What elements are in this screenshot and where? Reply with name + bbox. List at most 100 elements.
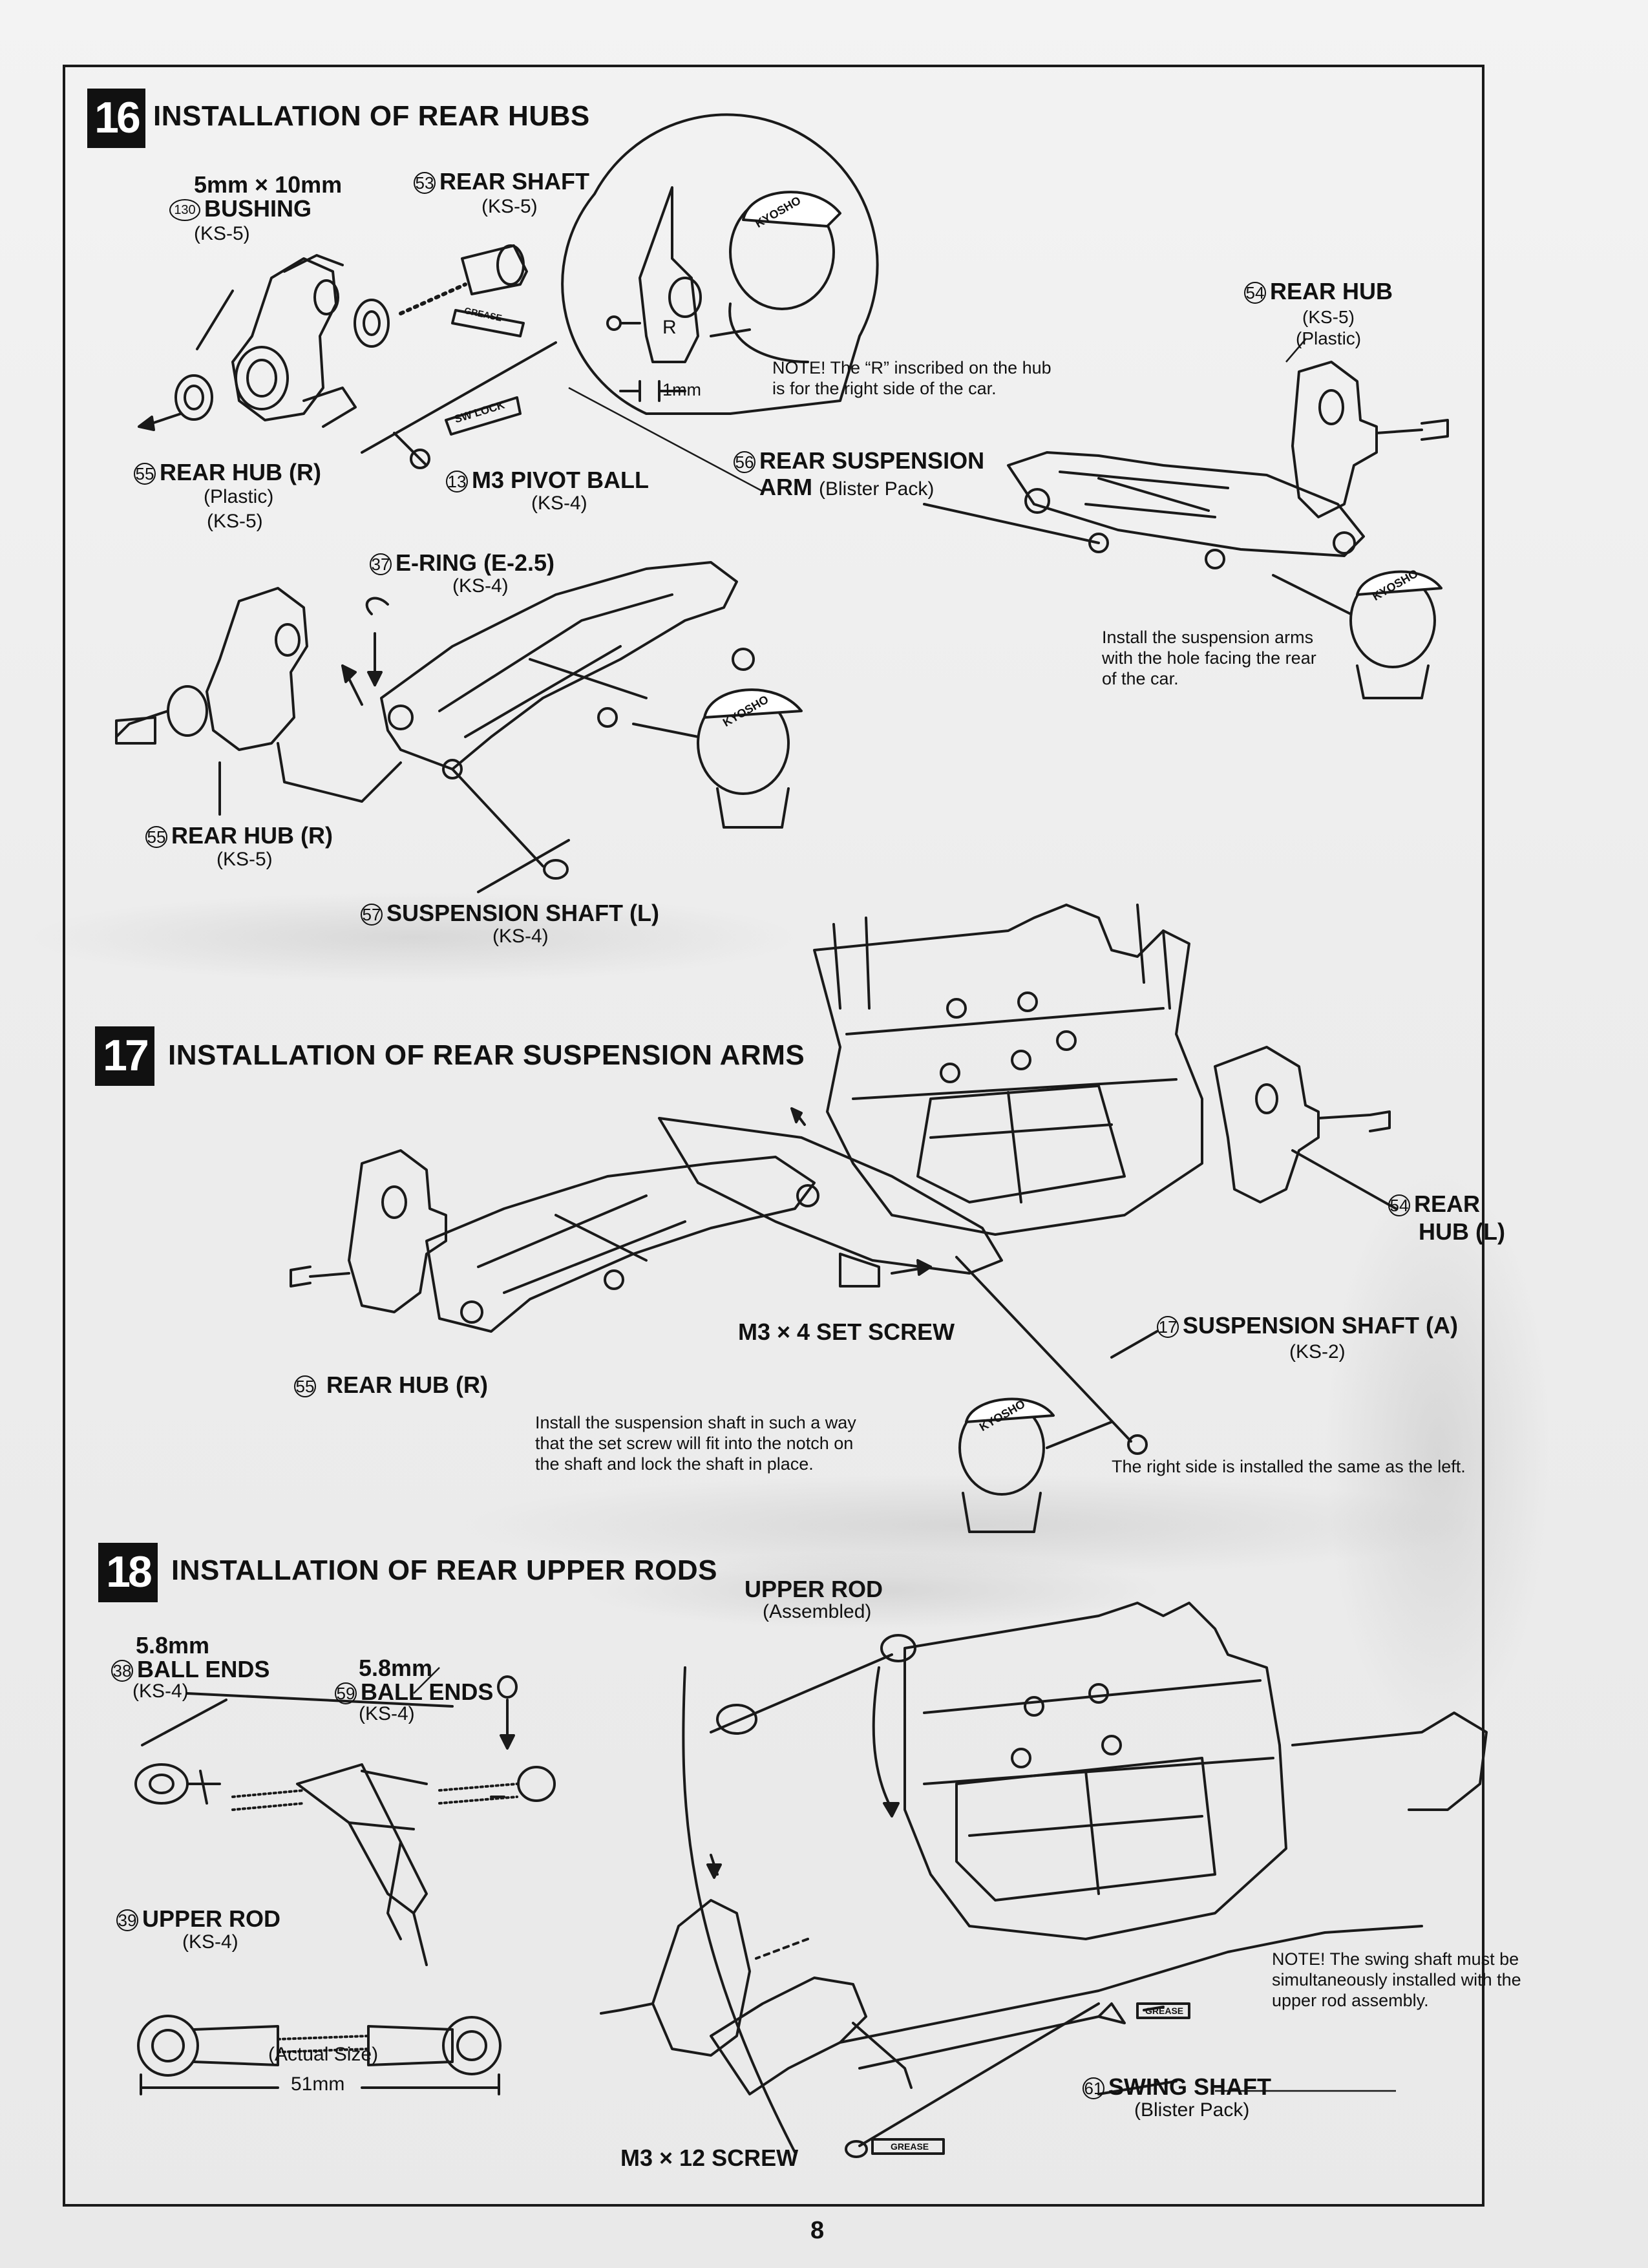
hub-arm-ering-drawing <box>115 561 755 893</box>
note-right-side: The right side is installed the same as … <box>1112 1457 1466 1476</box>
part-number: 38 <box>111 1660 133 1682</box>
grease-tags <box>871 2002 1190 2155</box>
step-title: INSTALLATION OF REAR HUBS <box>153 100 590 132</box>
part-number: 61 <box>1083 2077 1104 2100</box>
ering-name: E-RING (E-2.5) <box>396 549 555 576</box>
upper-rod-assembled-state: (Assembled) <box>763 1601 872 1622</box>
swing-shaft-pack: (Blister Pack) <box>1134 2099 1250 2121</box>
part-number: 59 <box>335 1682 357 1705</box>
rear-hub-r-name: REAR HUB (R) <box>160 459 321 485</box>
part-number: 39 <box>116 1909 138 1932</box>
paper-crease <box>1325 1163 1551 1745</box>
rear-hub-l-name2: HUB (L) <box>1419 1218 1505 1245</box>
page-frame <box>63 65 1484 2207</box>
rear-hub-r-name: REAR HUB (R) <box>326 1372 488 1398</box>
set-screw-label: M3 × 4 SET SCREW <box>738 1319 955 1345</box>
part-number: 53 <box>414 172 436 195</box>
rear-hub-l-name1: REAR <box>1414 1191 1481 1217</box>
bushing-size-label: 5mm × 10mm <box>194 171 343 198</box>
rear-hub-r2-name: REAR HUB (R) <box>171 822 333 849</box>
pivot-ball-bag: (KS-4) <box>531 493 587 514</box>
upper-rod-assembled-label: UPPER ROD <box>745 1576 883 1602</box>
part-number: 57 <box>361 904 383 926</box>
part-number: 55 <box>134 463 156 485</box>
r-mark: R <box>662 317 677 338</box>
bushing-name: BUSHING <box>204 195 312 222</box>
bushing-bag: (KS-5) <box>194 223 250 244</box>
susp-shaft-l-name: SUSPENSION SHAFT (L) <box>386 900 660 926</box>
rear-hub-exploded-drawing <box>138 244 557 469</box>
susp-arm-pack: (Blister Pack) <box>819 478 935 500</box>
part-number: 54 <box>1388 1194 1410 1217</box>
upper-rod-exploded-drawing <box>134 1675 556 1966</box>
susp-arm-name: REAR SUSPENSION <box>759 447 985 474</box>
screw-label: M3 × 12 SCREW <box>620 2145 799 2171</box>
grease-tag: GREASE <box>891 2141 929 2152</box>
note-arm-hole: Install the suspension arms with the hol… <box>1102 628 1316 688</box>
rear-hub-r-bag: (KS-5) <box>207 511 263 532</box>
part-number: 13 <box>446 471 468 493</box>
actual-size-label: (Actual Size) <box>268 2044 379 2065</box>
ering-bag: (KS-4) <box>452 575 509 597</box>
part-number: 54 <box>1244 282 1266 304</box>
susp-shaft-a-bag: (KS-2) <box>1289 1341 1346 1362</box>
susp-arm-name2: ARM <box>759 474 812 500</box>
part-number: 37 <box>370 553 392 576</box>
note-r-inscription: NOTE! The “R” inscribed on the hub is fo… <box>772 358 1051 398</box>
susp-arm-name-line2: ARM (Blister Pack) <box>759 474 934 501</box>
rear-hub-r-label: 55 REAR HUB (R) <box>294 1372 488 1399</box>
upper-rod-name: UPPER ROD <box>142 1905 281 1932</box>
rear-hub-r2-bag: (KS-5) <box>217 849 273 870</box>
part-number: 55 <box>294 1375 316 1398</box>
rear-hub-name: REAR HUB <box>1270 278 1393 304</box>
dimension-51mm: 51mm <box>291 2073 345 2095</box>
step-title: INSTALLATION OF REAR UPPER RODS <box>171 1554 717 1586</box>
page-number: 8 <box>810 2217 825 2244</box>
rear-shaft-name: REAR SHAFT <box>439 168 589 195</box>
rear-hub-bag: (KS-5) <box>1302 307 1355 327</box>
note-set-screw: Install the suspension shaft in such a w… <box>535 1413 856 1474</box>
ball-ends2-size: 5.8mm <box>359 1655 433 1681</box>
dimension-1mm: 1mm <box>662 380 701 399</box>
susp-shaft-l-bag: (KS-4) <box>492 926 549 947</box>
paper-crease <box>26 892 801 982</box>
note-zoom-circle <box>561 113 879 415</box>
actual-size-rod-drawing <box>137 2015 502 2095</box>
step-title: INSTALLATION OF REAR SUSPENSION ARMS <box>168 1039 805 1071</box>
part-number: 130 <box>169 199 200 222</box>
rear-hub-with-arm-drawing <box>923 361 1449 569</box>
grease-tag: GREASE <box>1145 2006 1184 2016</box>
part-number: 55 <box>145 826 167 849</box>
ball-ends2-name: BALL ENDS <box>361 1679 494 1705</box>
part-number: 56 <box>734 451 755 474</box>
susp-shaft-a-name: SUSPENSION SHAFT (A) <box>1183 1312 1459 1339</box>
pivot-ball-name: M3 PIVOT BALL <box>472 467 650 493</box>
rear-hub-material: (Plastic) <box>1296 328 1362 348</box>
mascot-drawings <box>632 570 1442 1533</box>
step-number-badge: 16 <box>87 89 145 148</box>
paper-crease <box>582 1551 1163 1629</box>
note-swing-shaft: NOTE! The swing shaft must be simultaneo… <box>1272 1949 1521 2010</box>
rear-hub-r-material: (Plastic) <box>204 486 274 507</box>
upper-rod-bag: (KS-4) <box>182 1931 238 1953</box>
step-number-badge: 17 <box>95 1026 154 1086</box>
ball-ends1-bag: (KS-4) <box>132 1680 189 1702</box>
part-number: 17 <box>1157 1316 1179 1339</box>
rear-shaft-bag: (KS-5) <box>481 196 538 217</box>
step-number-badge: 18 <box>98 1543 158 1602</box>
